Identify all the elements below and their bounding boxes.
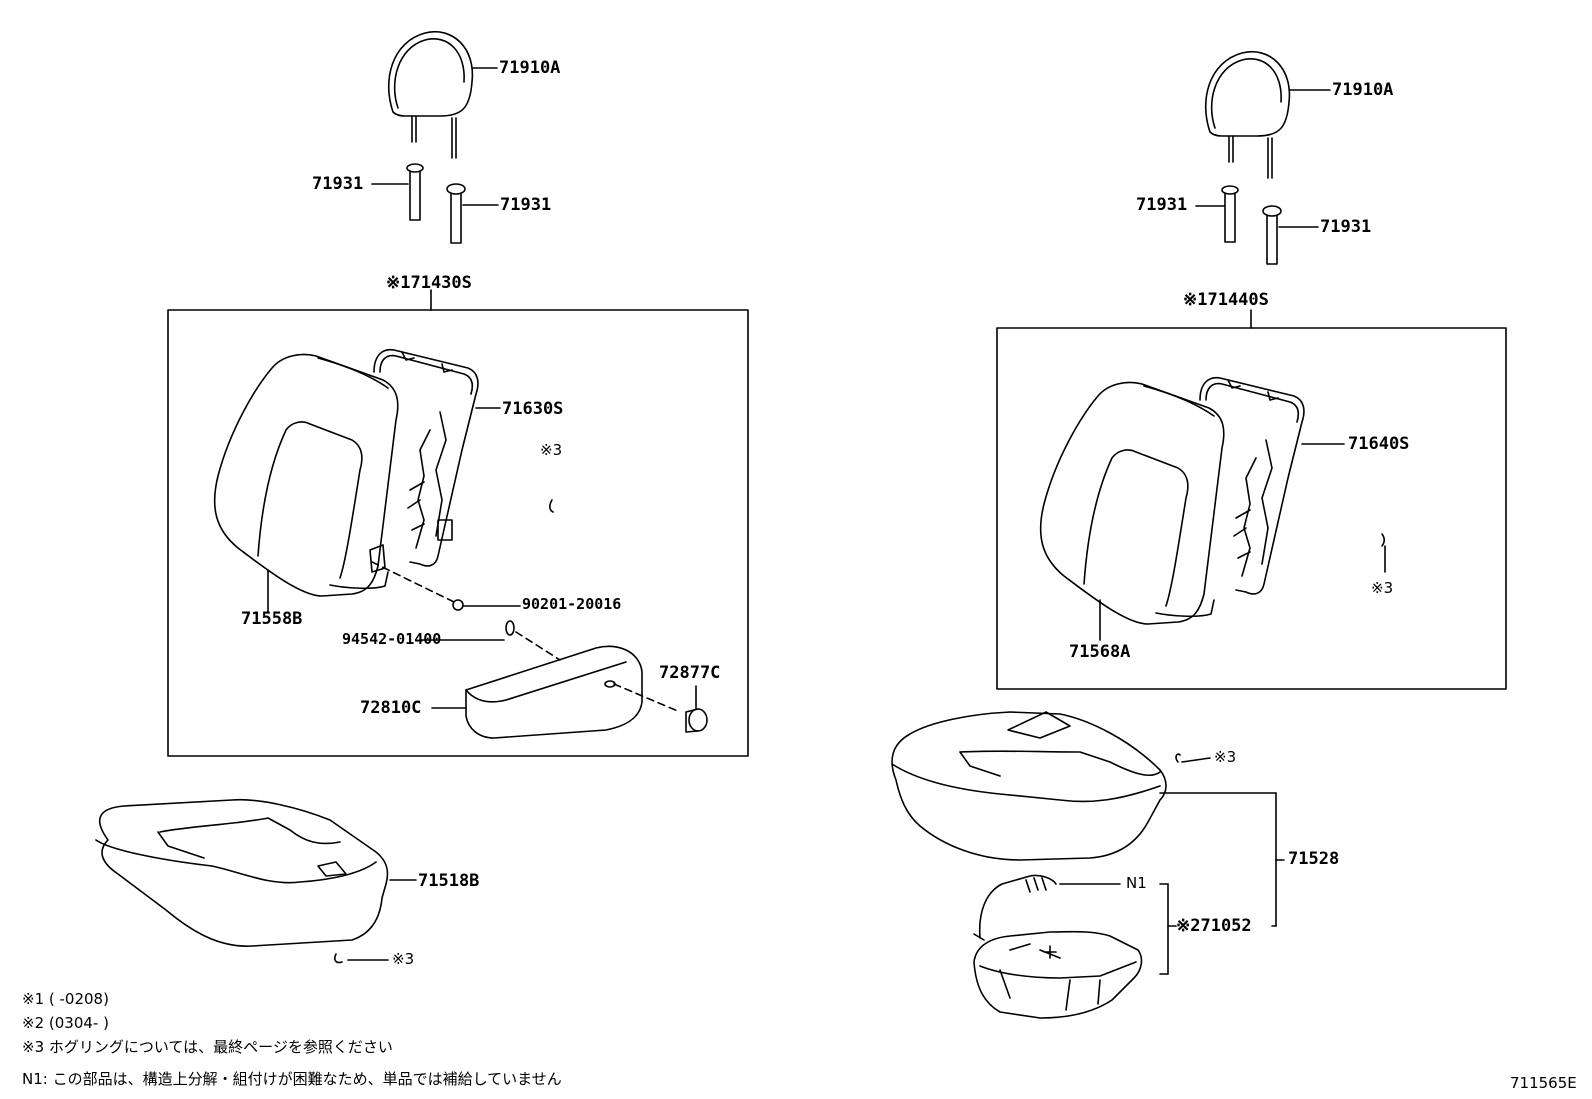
label-right-back-frame: 71640S bbox=[1348, 434, 1410, 454]
label-right-hog-ring: ※3 bbox=[1371, 579, 1394, 597]
left-headrest bbox=[387, 30, 498, 159]
left-seat-cushion bbox=[95, 798, 417, 964]
label-left-armrest-cap: 72877C bbox=[659, 663, 721, 683]
left-armrest bbox=[431, 645, 681, 739]
right-back-assy-box bbox=[996, 309, 1507, 690]
label-left-hog-ring: ※3 bbox=[540, 441, 563, 459]
note-1: ※1 ( -0208) bbox=[22, 990, 109, 1008]
note-n1: N1: この部品は、構造上分解・組付けが困難なため、単品では補給していません bbox=[22, 1070, 562, 1088]
label-left-guide-right: 71931 bbox=[500, 195, 552, 215]
note-3: ※3 ホグリングについては、最終ページを参照ください bbox=[22, 1038, 393, 1056]
left-hog-ring bbox=[549, 499, 554, 513]
label-right-guide-left: 71931 bbox=[1136, 195, 1188, 215]
right-back-frame bbox=[1199, 376, 1345, 595]
label-left-back-cover: 71558B bbox=[241, 609, 303, 629]
left-armrest-fasteners bbox=[371, 561, 561, 661]
label-right-cushion-hog-ring: ※3 bbox=[1214, 748, 1237, 766]
left-back-assy-box bbox=[167, 289, 749, 757]
note-2: ※2 (0304- ) bbox=[22, 1014, 109, 1032]
right-hog-ring bbox=[1381, 533, 1386, 573]
label-left-washer: 94542-01400 bbox=[342, 630, 442, 648]
label-right-back-cover: 71568A bbox=[1069, 642, 1131, 662]
right-headrest bbox=[1204, 50, 1331, 179]
left-back-frame bbox=[373, 348, 501, 567]
figure-code: 711565E bbox=[1510, 1074, 1577, 1092]
right-seat-cushion bbox=[891, 711, 1285, 927]
label-left-back-assy: ※171430S bbox=[386, 273, 472, 293]
label-right-back-assy: ※171440S bbox=[1183, 290, 1269, 310]
label-left-screw: 90201-20016 bbox=[522, 595, 622, 613]
label-left-back-frame: 71630S bbox=[502, 399, 564, 419]
label-left-cushion-hog-ring: ※3 bbox=[392, 950, 415, 968]
left-armrest-cap bbox=[685, 685, 708, 733]
label-right-headrest: 71910A bbox=[1332, 80, 1394, 100]
left-headrest-guides bbox=[371, 163, 499, 244]
right-headrest-guides bbox=[1195, 185, 1319, 265]
label-right-guide-right: 71931 bbox=[1320, 217, 1372, 237]
left-back-cover bbox=[213, 353, 399, 613]
label-right-cushion-assy: 71528 bbox=[1288, 849, 1340, 869]
label-left-armrest: 72810C bbox=[360, 698, 422, 718]
label-right-cushion-pad: ※271052 bbox=[1176, 916, 1252, 936]
right-back-cover bbox=[1039, 381, 1225, 641]
label-right-n1: N1 bbox=[1126, 874, 1147, 892]
label-left-cushion: 71518B bbox=[418, 871, 480, 891]
label-left-guide-left: 71931 bbox=[312, 174, 364, 194]
label-left-headrest: 71910A bbox=[499, 58, 561, 78]
right-cushion-pad bbox=[973, 930, 1143, 1019]
right-cushion-wire bbox=[973, 874, 1177, 975]
